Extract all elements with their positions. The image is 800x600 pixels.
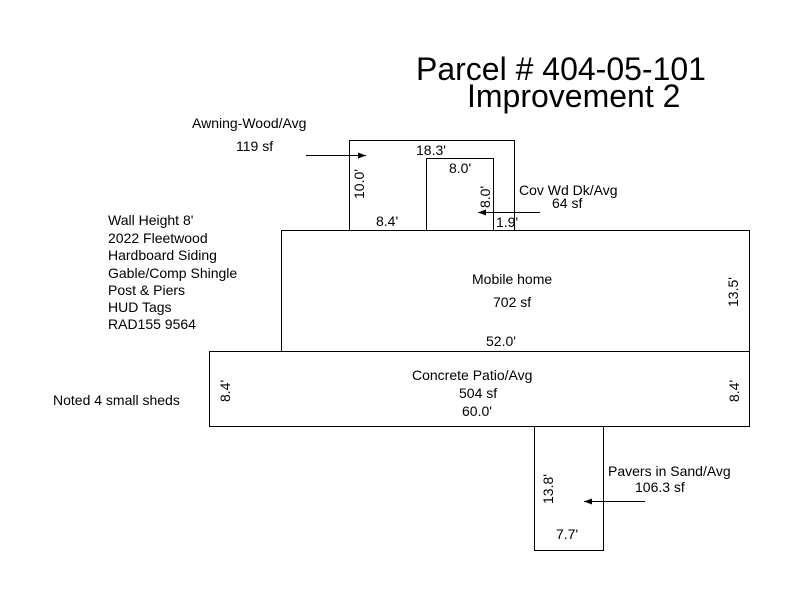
- note-roof: Gable/Comp Shingle: [108, 265, 237, 281]
- patio-depth-right: 8.4': [726, 380, 742, 402]
- patio-outline: [209, 351, 750, 427]
- awning-width: 18.3': [416, 142, 446, 158]
- note-sheds: Noted 4 small sheds: [53, 392, 180, 408]
- pavers-width: 7.7': [556, 526, 578, 542]
- improvement-title: Improvement 2: [467, 78, 680, 114]
- deck-label: Cov Wd Dk/Avg: [519, 182, 618, 198]
- pavers-outline: [534, 426, 604, 551]
- mobile-home-area: 702 sf: [493, 294, 531, 310]
- note-rad: RAD155 9564: [108, 316, 196, 332]
- patio-width: 60.0': [462, 403, 492, 419]
- deck-right-offset: 1.9': [496, 214, 518, 230]
- note-wall-height: Wall Height 8': [108, 212, 193, 228]
- mobile-home-label: Mobile home: [472, 271, 552, 287]
- note-hud-tags: HUD Tags: [108, 299, 172, 315]
- awning-label: Awning-Wood/Avg: [192, 115, 306, 131]
- patio-depth-left: 8.4': [217, 380, 233, 402]
- deck-outline: [426, 158, 494, 231]
- patio-label: Concrete Patio/Avg: [412, 367, 532, 383]
- deck-depth: 8.0': [477, 186, 493, 208]
- patio-area: 504 sf: [459, 385, 497, 401]
- parcel-title: Parcel # 404-05-101: [416, 51, 706, 87]
- mobile-home-depth: 13.5': [725, 277, 741, 307]
- awning-depth: 10.0': [351, 169, 367, 199]
- deck-left-offset: 8.4': [376, 213, 398, 229]
- deck-pointer-arrowhead: [478, 209, 486, 216]
- pavers-pointer-arrowhead: [584, 498, 592, 505]
- awning-area: 119 sf: [236, 138, 273, 154]
- awning-pointer-arrowhead: [358, 152, 366, 159]
- note-foundation: Post & Piers: [108, 282, 185, 298]
- pavers-depth: 13.8': [540, 474, 556, 504]
- pavers-area: 106.3 sf: [635, 479, 685, 495]
- pavers-label: Pavers in Sand/Avg: [608, 463, 731, 479]
- note-siding: Hardboard Siding: [108, 247, 217, 263]
- note-make: 2022 Fleetwood: [108, 230, 208, 246]
- deck-width: 8.0': [449, 160, 471, 176]
- mobile-home-width: 52.0': [486, 333, 516, 349]
- deck-area: 64 sf: [552, 195, 582, 211]
